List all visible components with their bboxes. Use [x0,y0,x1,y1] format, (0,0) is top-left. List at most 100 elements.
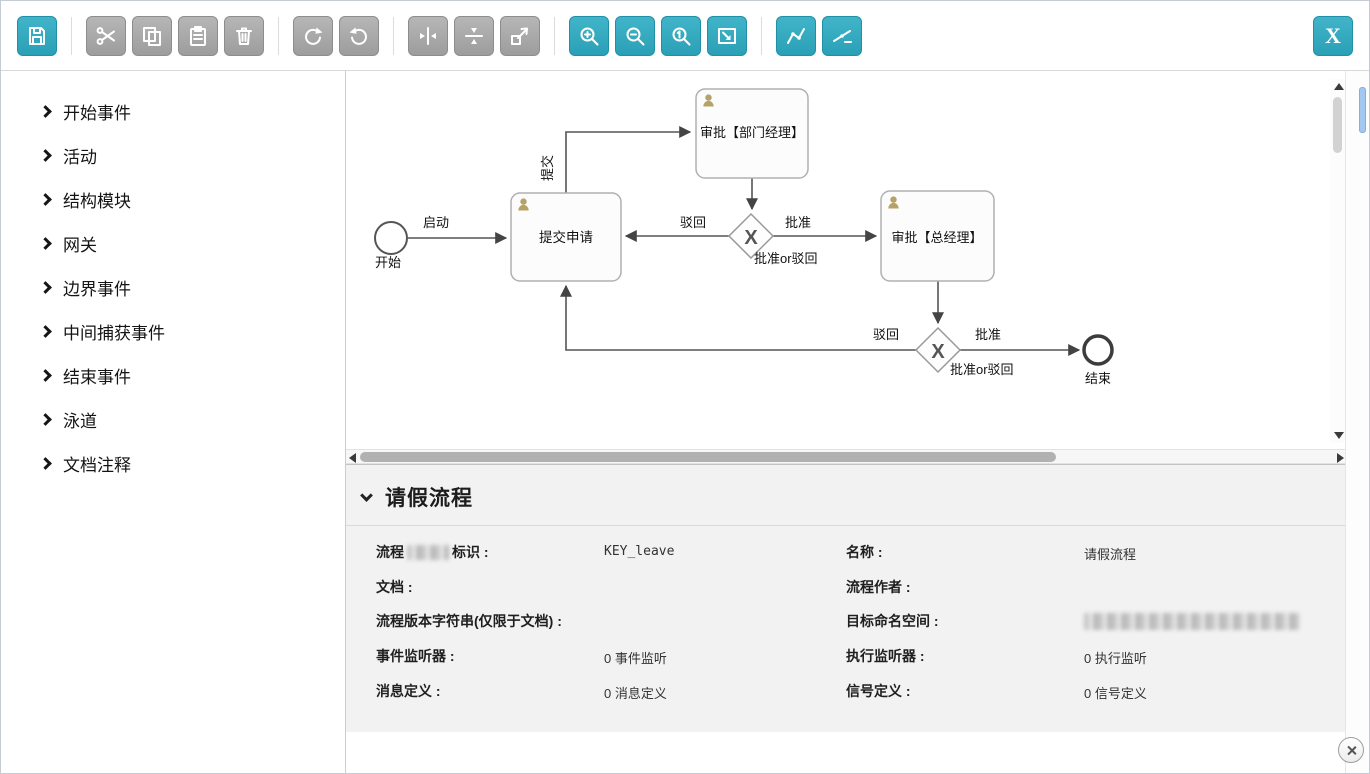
delete-button[interactable] [224,15,264,56]
task-dept-manager-label: 审批【部门经理】 [700,125,804,140]
align-center-icon [420,26,436,45]
blurred-text [1084,613,1299,631]
paste-button[interactable] [178,15,218,56]
zoom-out-icon [626,27,645,45]
undo-button[interactable] [339,15,379,56]
window-scroll-thumb[interactable] [1359,87,1366,133]
diagram-canvas[interactable]: 启动 提交 驳回 批准 驳回 批准 开始 提交申请 [346,71,1347,449]
chevron-right-icon [39,192,52,206]
copy-button[interactable] [132,15,172,56]
toolbar-separator [554,16,555,55]
flow-label-resubmit: 提交 [540,155,555,181]
properties-header[interactable]: 请假流程 [346,465,1347,526]
field-documentation: 文档 : [376,577,846,599]
scroll-right-icon[interactable] [1337,453,1344,463]
zoom-actual-icon [672,27,691,45]
field-process-author: 流程作者 : [846,577,1346,599]
palette-group-structural[interactable]: 结构模块 [39,177,345,221]
field-name: 名称 : 请假流程 [846,542,1346,564]
palette-group-swimlanes[interactable]: 泳道 [39,397,345,441]
palette-group-boundary-events[interactable]: 边界事件 [39,265,345,309]
field-target-namespace: 目标命名空间 : [846,611,1346,633]
task-submit-label: 提交申请 [539,229,593,245]
palette-group-label: 结构模块 [63,191,131,211]
field-label: 流程版本字符串(仅限于文档) : [376,613,562,630]
palette-group-label: 边界事件 [63,279,131,299]
scroll-down-icon[interactable] [1334,432,1344,439]
palette-group-label: 结束事件 [63,367,131,387]
save-icon [29,26,45,45]
zoom-in-icon [580,27,599,45]
properties-body: 流程标识 : KEY_leave 文档 : 流程版本字符串(仅限于文档) : 事… [346,526,1347,715]
exclusive-gateway-1-node[interactable]: X 批准or驳回 [727,212,818,266]
exclusive-gateway-2-node[interactable]: X 批准or驳回 [914,326,1014,377]
start-event-label: 开始 [375,255,401,270]
flow-gateway2-reject[interactable] [560,284,916,351]
palette-group-intermediate-events[interactable]: 中间捕获事件 [39,309,345,353]
align-middle-icon [465,27,483,44]
scroll-up-icon[interactable] [1334,83,1344,90]
end-event-node[interactable]: 结束 [1082,334,1114,386]
add-bendpoint-button[interactable] [776,15,816,56]
palette-group-gateways[interactable]: 网关 [39,221,345,265]
copy-icon [143,26,161,46]
field-value[interactable]: 0 事件监听 [604,651,667,667]
shape-palette: 开始事件 活动 结构模块 网关 边界事件 中间捕获事件 结束事件 泳道 文档注释 [1,71,346,773]
chevron-right-icon [39,456,52,470]
task-general-manager-node[interactable]: 审批【总经理】 [880,190,995,282]
field-label: 事件监听器 : [376,648,455,665]
align-center-button[interactable] [408,15,448,56]
field-value[interactable]: 0 执行监听 [1084,651,1147,667]
field-label: 执行监听器 : [846,648,925,665]
remove-bendpoint-icon [833,29,852,43]
scroll-left-icon[interactable] [349,453,356,463]
field-label: 目标命名空间 : [846,613,939,630]
field-value: KEY_leave [604,544,675,559]
zoom-out-button[interactable] [615,15,655,56]
field-value[interactable]: 0 消息定义 [604,685,667,701]
chevron-right-icon [39,324,52,338]
field-process-id: 流程标识 : KEY_leave [376,542,846,564]
gateway1-label: 批准or驳回 [754,251,818,266]
canvas-horizontal-scrollbar[interactable] [346,449,1347,464]
canvas-vertical-scrollbar[interactable] [1330,79,1346,443]
palette-group-end-events[interactable]: 结束事件 [39,353,345,397]
field-label: 名称 : [846,544,883,560]
field-value[interactable]: 0 信号定义 [1084,685,1147,701]
redo-button[interactable] [293,15,333,56]
flow-label-approve1: 批准 [785,215,811,230]
same-size-button[interactable] [500,15,540,56]
palette-group-label: 泳道 [63,411,97,431]
start-event-node[interactable]: 开始 [374,221,408,270]
chevron-right-icon [39,148,52,162]
zoom-in-button[interactable] [569,15,609,56]
cut-button[interactable] [86,15,126,56]
chevron-right-icon [39,412,52,426]
save-button[interactable] [17,15,57,56]
palette-group-start-events[interactable]: 开始事件 [39,89,345,133]
zoom-actual-button[interactable] [661,15,701,56]
horizontal-scroll-thumb[interactable] [360,452,1056,462]
process-title: 请假流程 [385,487,473,510]
flow-label-start: 启动 [423,215,449,230]
window-scrollbar-track[interactable] [1345,71,1369,773]
align-middle-button[interactable] [454,15,494,56]
task-submit-node[interactable]: 提交申请 [510,192,622,282]
field-version-string: 流程版本字符串(仅限于文档) : [376,611,846,633]
zoom-fit-button[interactable] [707,15,747,56]
vertical-scroll-thumb[interactable] [1333,97,1342,153]
field-label: 消息定义 : [376,682,441,699]
remove-bendpoint-button[interactable] [822,15,862,56]
palette-group-label: 活动 [63,147,97,167]
flow-submit-to-dept[interactable] [565,126,692,193]
paste-icon [190,25,206,46]
bpmn-diagram: 启动 提交 驳回 批准 驳回 批准 开始 提交申请 [374,88,1114,386]
panel-close-button[interactable] [1338,737,1364,763]
field-message-definitions: 消息定义 : 0 消息定义 [376,681,846,703]
task-dept-manager-node[interactable]: 审批【部门经理】 [695,88,809,179]
chevron-down-icon [360,488,373,502]
palette-group-artifacts[interactable]: 文档注释 [39,441,345,485]
close-editor-button[interactable]: X [1313,15,1353,56]
palette-group-activities[interactable]: 活动 [39,133,345,177]
chevron-right-icon [39,104,52,118]
